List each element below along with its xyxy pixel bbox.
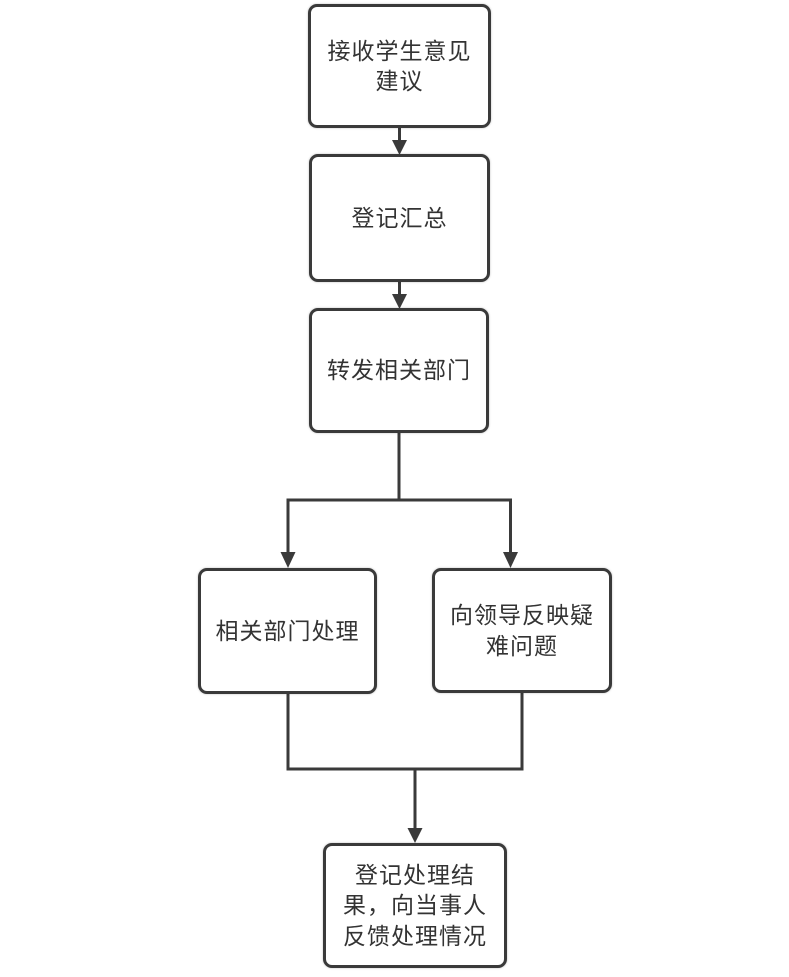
arrowhead-down-icon — [280, 552, 296, 568]
node-label: 相关部门处理 — [215, 617, 360, 644]
edge-merge — [286, 693, 524, 771]
node-label: 接收学生意见 建议 — [327, 37, 472, 94]
edge-receive-register — [392, 128, 407, 155]
edge-register-forward — [392, 282, 407, 309]
node-label: 转发相关部门 — [327, 357, 471, 384]
edge-forward-split — [286, 433, 512, 502]
arrowhead-down-icon — [392, 294, 407, 309]
node-label: 向领导反映疑 难问题 — [450, 602, 594, 659]
arrowhead-down-icon — [407, 828, 423, 843]
node-receive-suggestions: 接收学生意见 建议 — [308, 4, 491, 128]
node-label: 登记处理结 果，向当事人 反馈处理情况 — [343, 861, 487, 949]
node-report-leader: 向领导反映疑 难问题 — [432, 568, 612, 693]
arrowhead-down-icon — [503, 552, 518, 568]
edge-split-dept-handle — [280, 498, 296, 568]
node-forward-departments: 转发相关部门 — [309, 308, 489, 433]
arrowhead-down-icon — [392, 140, 407, 155]
edge-merge-feedback — [407, 769, 423, 843]
edge-split-report-leader — [503, 498, 518, 568]
node-department-handle: 相关部门处理 — [198, 568, 377, 694]
node-register-summarize: 登记汇总 — [309, 154, 490, 282]
node-label: 登记汇总 — [351, 204, 448, 231]
node-feedback-result: 登记处理结 果，向当事人 反馈处理情况 — [323, 843, 507, 968]
